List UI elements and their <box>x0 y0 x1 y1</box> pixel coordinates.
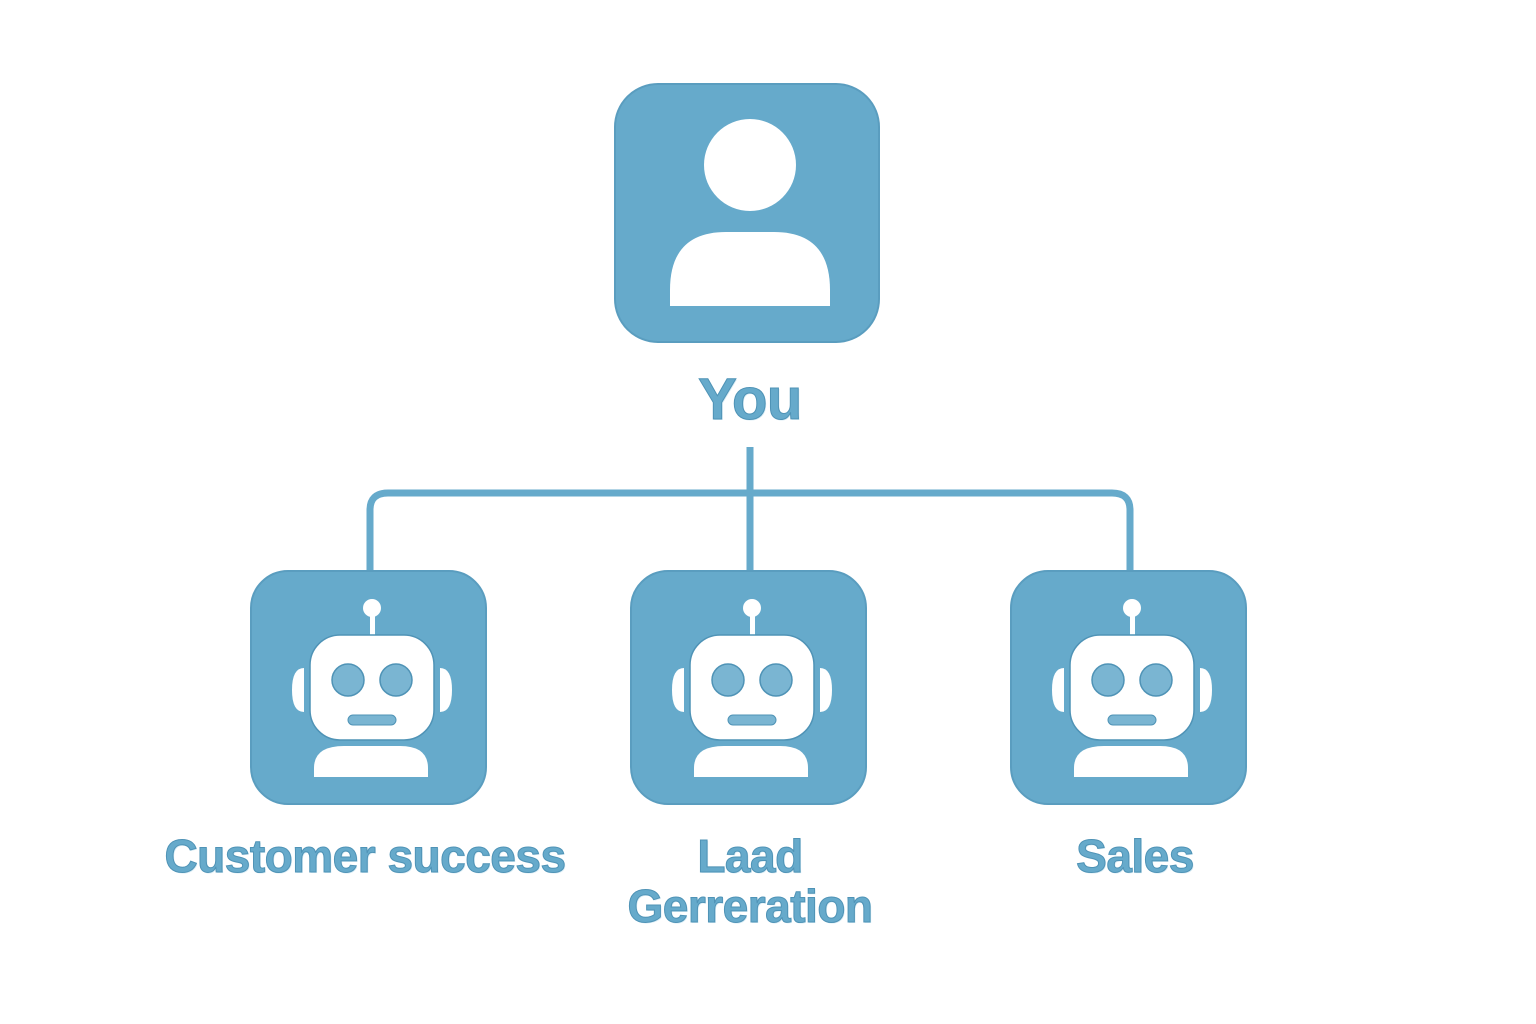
node-sales[interactable] <box>1010 570 1247 805</box>
node-customer-success-label: Customer success <box>164 830 567 883</box>
robot-icon <box>672 599 832 777</box>
user-icon <box>670 119 830 306</box>
connector-branch <box>366 489 1134 575</box>
node-lead-generation-label-line2: Gerreration <box>627 880 874 933</box>
node-you-label: You <box>698 367 803 433</box>
node-lead-generation[interactable] <box>630 570 867 805</box>
robot-icon <box>1052 599 1212 777</box>
node-lead-generation-label-line1: Laad <box>697 830 804 883</box>
node-sales-label: Sales <box>1076 830 1195 883</box>
robot-icon <box>292 599 452 777</box>
node-you[interactable] <box>614 83 880 343</box>
node-customer-success[interactable] <box>250 570 487 805</box>
